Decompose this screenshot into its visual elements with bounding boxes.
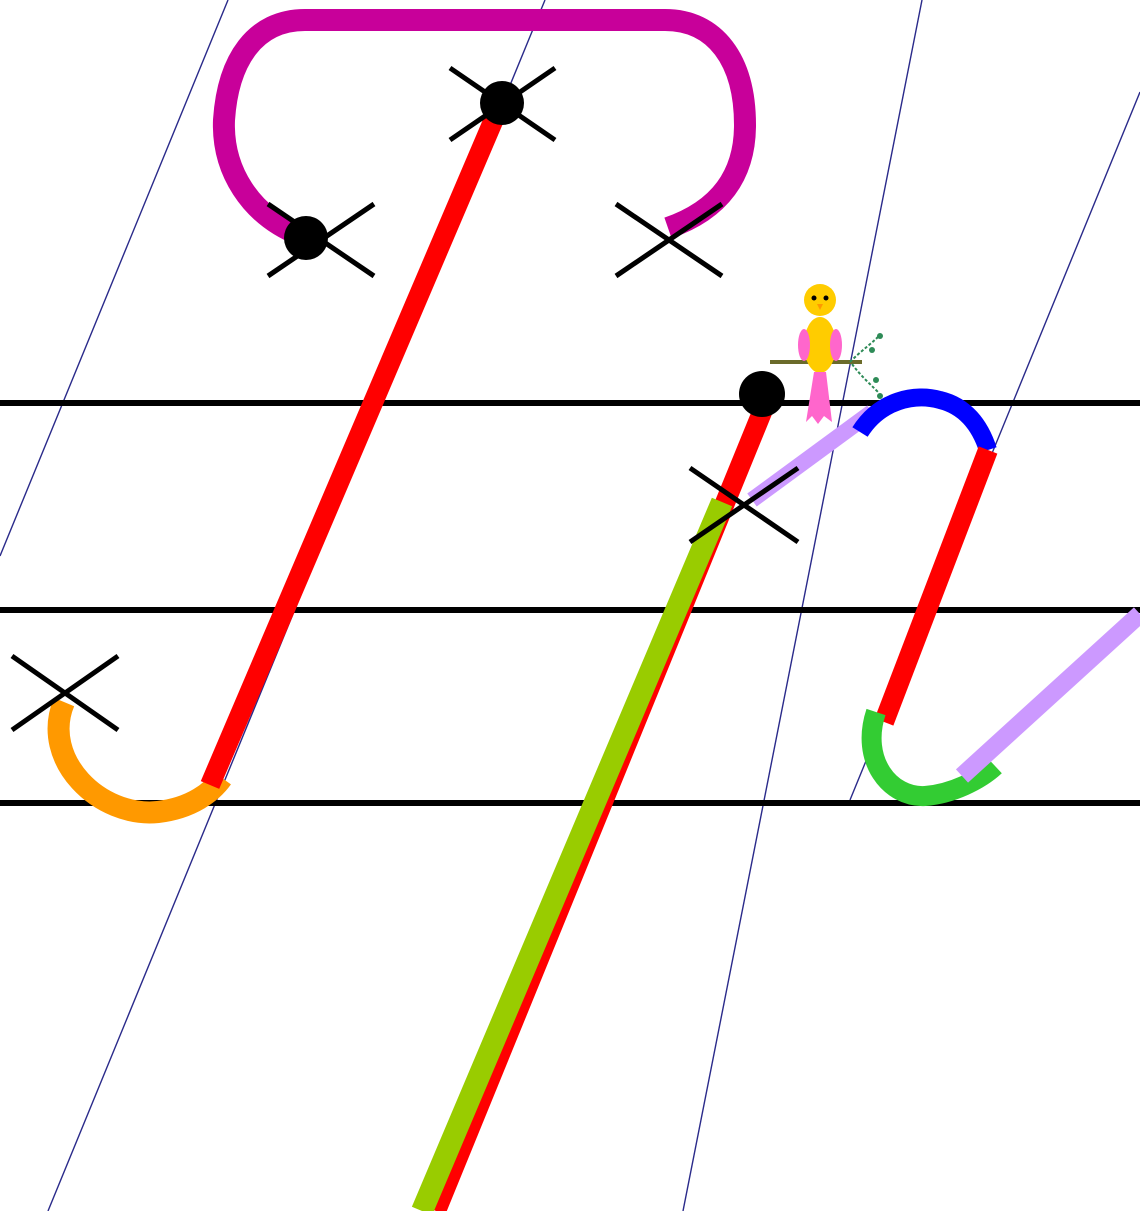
cross-marker (450, 68, 555, 140)
tail-hook-stroke (59, 702, 222, 812)
bird-head (804, 284, 836, 316)
exit-stroke (962, 614, 1140, 776)
dot-markers (284, 81, 785, 417)
bird-eye (812, 296, 817, 301)
right-downstroke (884, 450, 988, 722)
cross-marker (268, 204, 374, 276)
start-dot-marker (739, 371, 785, 417)
leaf (873, 377, 879, 383)
cross-marker (616, 204, 722, 276)
arch-stroke (860, 398, 988, 450)
bird-wing (798, 329, 810, 361)
ruling-lines (0, 403, 1140, 803)
bird-tail (806, 372, 832, 424)
bird-wing (830, 329, 842, 361)
leaf (877, 333, 883, 339)
leaf (877, 393, 883, 399)
slant-guide-line (0, 0, 228, 556)
bird-eye (824, 296, 829, 301)
leaf (869, 347, 875, 353)
